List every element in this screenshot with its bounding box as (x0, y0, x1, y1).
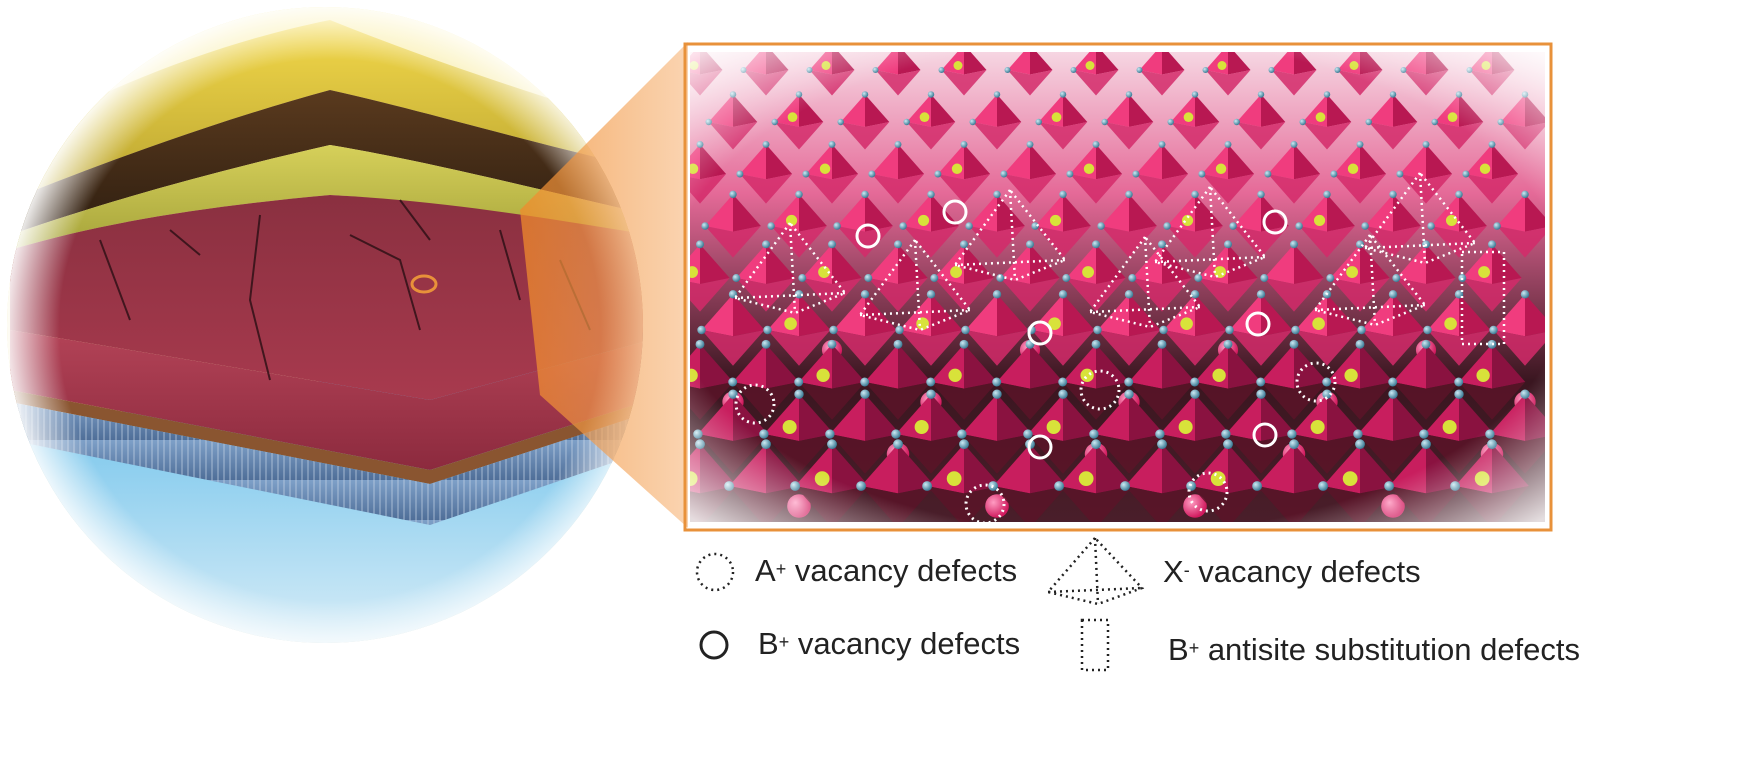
legend-item-b-vacancy: B+ vacancy defects (758, 626, 1020, 662)
legend-label: vacancy defects (786, 553, 1018, 588)
legend-charge: + (1188, 637, 1200, 658)
magnification-beam (520, 42, 688, 528)
legend-item-x-vacancy: X- vacancy defects (1163, 554, 1421, 590)
solid-circle-icon (699, 630, 729, 660)
legend-item-a-vacancy: A+ vacancy defects (755, 553, 1017, 589)
device-cross-section (7, 7, 643, 643)
legend-charge: - (1183, 559, 1190, 580)
legend-icons (695, 536, 1145, 672)
legend-item-b-antisite: B+ antisite substitution defects (1168, 632, 1580, 668)
legend-ion-label: A (755, 553, 776, 588)
magnification-marker (410, 274, 438, 294)
legend-ion-label: B (1168, 632, 1189, 667)
legend-charge: + (775, 558, 787, 579)
dotted-pyramid-icon (1045, 536, 1145, 606)
legend-label: antisite substitution defects (1199, 632, 1581, 667)
legend-charge: + (778, 631, 790, 652)
legend-ion-label: B (758, 626, 779, 661)
dotted-circle-icon (695, 552, 735, 592)
lattice-panel (683, 42, 1553, 532)
legend-label: vacancy defects (789, 626, 1021, 661)
legend-label: vacancy defects (1189, 554, 1421, 589)
lattice-frame (683, 42, 1553, 532)
legend-ion-label: X (1163, 554, 1184, 589)
dotted-rectangle-icon (1080, 618, 1110, 672)
